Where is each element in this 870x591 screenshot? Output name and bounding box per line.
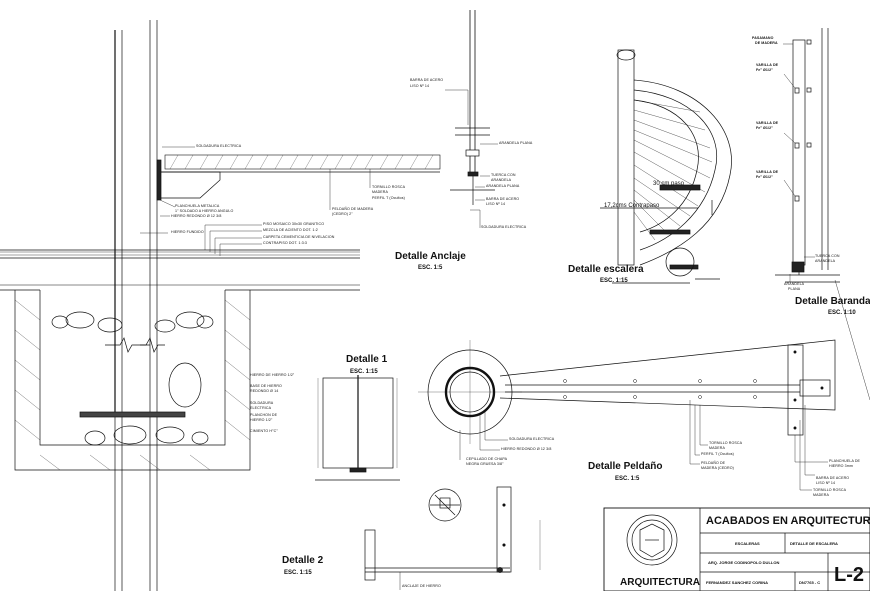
note-tornillo-p: TORNILLO ROSCA (709, 441, 743, 445)
note-peldano-madera: PELDAÑO DE MADERA (332, 207, 374, 211)
note-arandela-baranda-2: PLANA (788, 287, 801, 291)
title-block-project: ACABADOS EN ARQUITECTURA (706, 515, 870, 527)
note-varilla-3b: Fe° Ø1/2" (756, 175, 774, 179)
note-tuerca: TUERCA CON (491, 173, 516, 177)
note-tuerca-baranda-2: ARANDELA (815, 259, 836, 263)
title-block-student: FERNANDEZ SANCHEZ CORINA (706, 580, 768, 585)
note-piso-mosaico: PISO MOSAICO 30x30 GRANITICO (263, 222, 325, 226)
note-barra-p: BARRA DE ACERO (816, 476, 850, 480)
note-paso: 30 cm paso (653, 181, 685, 187)
detail-1-scale: ESC. 1:15 (350, 369, 378, 375)
detail-2-title: Detalle 2 (282, 555, 324, 566)
note-planchuela-p-2: HIERRO 3mm (829, 464, 853, 468)
note-tornillo-2: MADERA (372, 190, 388, 194)
note-hierro-12: HIERRO DE HIERRO 1/2" (250, 373, 295, 377)
title-block-school: ARQUITECTURA (620, 577, 700, 588)
note-barra-acero-b-2: LISO Nº 14 (486, 202, 506, 206)
note-barra-acero: BARRA DE ACERO (410, 78, 444, 82)
note-hierro-redondo-top: HIERRO REDONDO Ø 12 3/8 (171, 214, 222, 218)
note-soldadura-c-2: ELECTRICA (250, 406, 272, 410)
note-carpeta: CARPETA CEMENTICIA DE NIVELACION (263, 235, 335, 239)
note-barra-acero-2: LISO Nº 14 (410, 84, 430, 88)
note-cimiento: CIMIENTO H°C° (250, 429, 278, 433)
detail-peldano-title: Detalle Peldaño (588, 461, 663, 472)
note-peldano-p: PELDAÑO DE (701, 461, 726, 465)
note-varilla-2: VARILLA DE (756, 121, 779, 125)
note-tornillo-p-4: MADERA (813, 493, 829, 497)
detail-2-scale: ESC. 1:15 (284, 570, 312, 576)
note-varilla-1: VARILLA DE (756, 63, 779, 67)
note-soldadura-d: SOLDADURA ELECTRICA (509, 437, 555, 441)
title-block-code: DN7765 - C (799, 580, 821, 585)
note-planchon: PLANCHON DE (250, 413, 278, 417)
note-arandela-baranda: ARANDELA (784, 282, 805, 286)
note-base-hierro-2: REDONDO Ø 14 (250, 389, 279, 393)
railing-elevation (775, 28, 840, 283)
note-pasamano: PASAMANO (752, 36, 774, 40)
note-arandela-plana: ARANDELA PLANA (499, 141, 533, 145)
note-planchuela-p: PLANCHUELA DE (829, 459, 861, 463)
note-contrapiso: CONTRAPISO DOT. 1:3:3 (263, 241, 308, 245)
note-cepillado: CEPILLADO DE CHAPA (466, 457, 508, 461)
note-planchon-2: HIERRO 1/2" (250, 418, 273, 422)
note-peldano-madera-2: (CEDRO) 2" (332, 212, 353, 216)
detail-2 (364, 486, 541, 590)
note-anclaje-hierro: ANCLAJE DE HIERRO (402, 584, 441, 588)
step-plan (418, 279, 870, 491)
note-base-hierro: BASE DE HIERRO (250, 384, 282, 388)
note-tuerca-2: ARANDELA (491, 178, 512, 182)
detail-baranda-title: Detalle Baranda (795, 296, 870, 307)
note-tornillo: TORNILLO ROSCA (372, 185, 406, 189)
detail-anclaje-scale: ESC. 1:5 (418, 265, 443, 271)
detail-peldano-scale: ESC. 1:5 (615, 476, 640, 482)
title-block-teacher: ARQ. JORGE CODINOPOLO DULLON (708, 560, 780, 565)
note-mezcla: MEZCLA DE ACIENTO DOT. 1:2 (263, 228, 318, 232)
note-soldadura-b: SOLDADURA ELECTRICA (481, 225, 527, 229)
note-soldadura-c: SOLDADURA (250, 401, 274, 405)
note-pasamano-2: DE MADERA (755, 41, 778, 45)
note-varilla-2b: Fe° Ø1/2" (756, 126, 774, 130)
spiral-stair-plan (600, 49, 732, 284)
note-barra-p-2: LISO Nº 14 (816, 481, 836, 485)
title-block (603, 507, 870, 591)
note-cepillado-2: NEGRA GRUESA 3/8" (466, 462, 504, 466)
title-block-item-2: DETALLE DE ESCALERA (790, 541, 838, 546)
detail-baranda-scale: ESC. 1:10 (828, 310, 856, 316)
title-block-sheet: L-2 (834, 564, 864, 586)
detail-escalera-title: Detalle escalera (568, 264, 644, 275)
note-varilla-1b: Fe° Ø1/2" (756, 68, 774, 72)
title-block-item-1: ESCALERAS (735, 541, 760, 546)
detail-escalera-scale: ESC. 1:15 (600, 278, 628, 284)
detail-anclaje-title: Detalle Anclaje (395, 251, 466, 262)
detail-1-title: Detalle 1 (346, 354, 388, 365)
detail-1 (315, 375, 400, 481)
note-planchuela-2: 1" SOLDADO A HIERRO ANGULO (175, 209, 234, 213)
note-arandela-plana-2: ARANDELA PLANA (486, 184, 520, 188)
note-perfil: PERFIL T (Ocultos) (372, 196, 405, 200)
note-hierro-redondo-d: HIERRO REDONDO Ø 12 3/8 (501, 447, 552, 451)
note-soldadura-top: SOLDADURA ELECTRICA (196, 144, 242, 148)
note-perfil-p: PERFIL T (Ocultos) (701, 452, 734, 456)
note-peldano-p-2: MADERA (CEDRO) (701, 466, 734, 470)
note-hierro-fundido: HIERRO FUNDIDO (171, 230, 204, 234)
note-tuerca-baranda: TUERCA CON (815, 254, 840, 258)
column-foundation-section (0, 10, 495, 591)
note-tornillo-p-2: MADERA (709, 446, 725, 450)
note-contrapaso: 17,2cms Contrapaso (604, 203, 660, 209)
note-planchuela: PLANCHUELA METALICA (175, 204, 220, 208)
note-barra-acero-b: BARRA DE ACERO (486, 197, 520, 201)
note-tornillo-p-3: TORNILLO ROSCA (813, 488, 847, 492)
note-varilla-3: VARILLA DE (756, 170, 779, 174)
